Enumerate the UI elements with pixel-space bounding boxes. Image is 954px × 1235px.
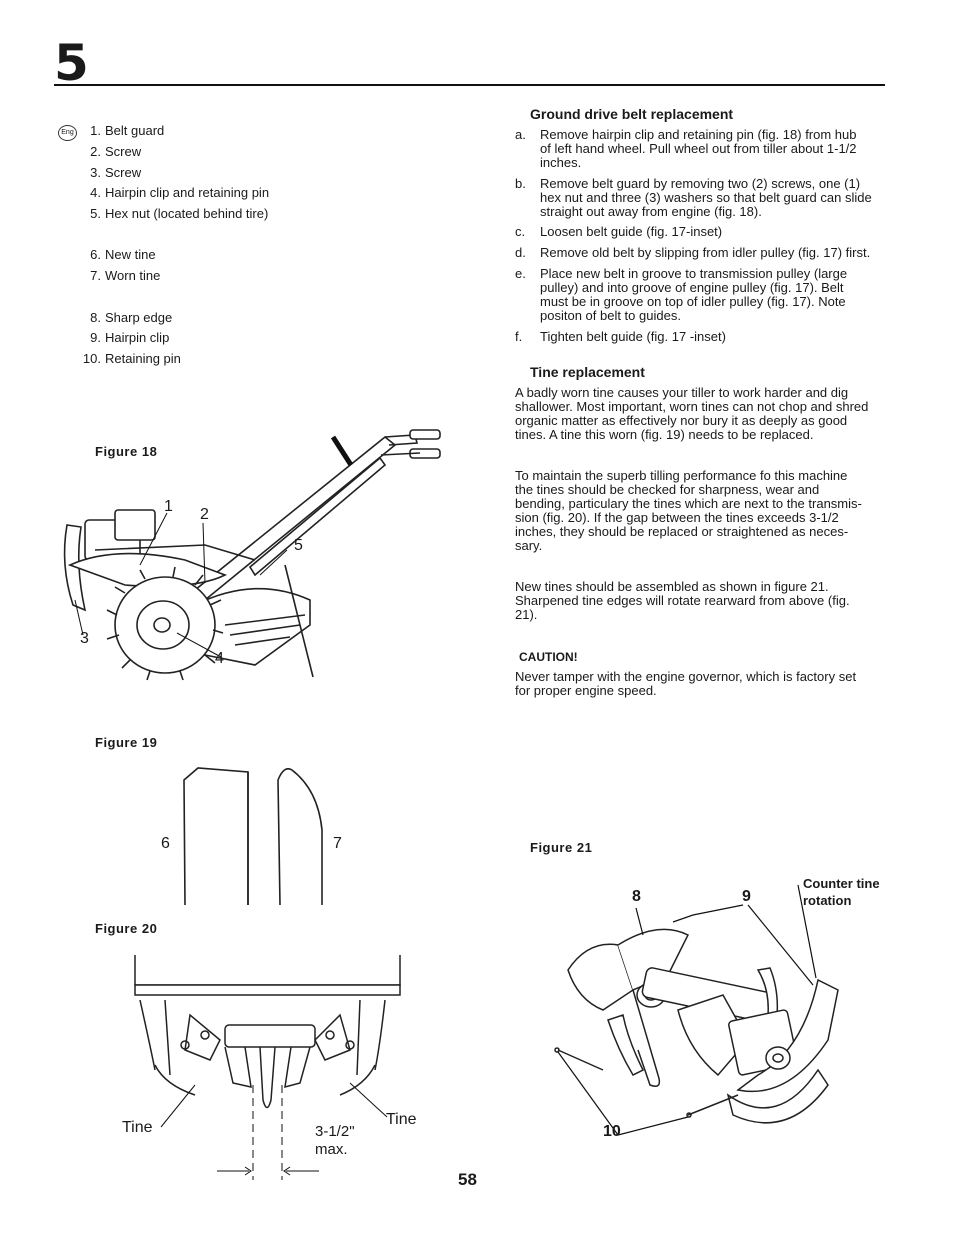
callout-7: 7: [333, 835, 342, 852]
callout-8: 8: [632, 888, 641, 905]
figure-18-tiller-illustration: [63, 429, 441, 681]
caution-heading: CAUTION!: [519, 650, 578, 664]
caution-text: Never tamper with the engine governor, w…: [515, 669, 857, 698]
gap-label-max: max.: [315, 1141, 348, 1158]
figure-18-caption: Figure 18: [95, 444, 158, 459]
figure-21-tine-assembly: [554, 884, 839, 1136]
header-rule: [54, 84, 885, 86]
tine-section-heading: Tine replacement: [530, 364, 645, 380]
callout-4: 4: [215, 650, 224, 667]
list-item: 10.Retaining pin: [82, 351, 181, 366]
list-item: 1.Belt guard: [90, 123, 165, 138]
tine-paragraph-3: New tines should be assembled as shown i…: [515, 579, 850, 622]
figure-20-caption: Figure 20: [95, 921, 158, 936]
list-item: 3.Screw: [90, 165, 142, 180]
language-badge: Eng: [58, 125, 77, 141]
list-item: 8.Sharp edge: [90, 310, 173, 325]
section-number: 5: [54, 34, 89, 92]
list-item: 9.Hairpin clip: [90, 330, 170, 345]
callout-2: 2: [200, 506, 209, 523]
callout-3: 3: [80, 630, 89, 647]
figure-20-tine-gap-diagram: [134, 955, 401, 1180]
list-item: 7.Worn tine: [90, 268, 161, 283]
list-item: 2.Screw: [90, 144, 142, 159]
callout-5: 5: [294, 537, 303, 554]
list-item: 4.Hairpin clip and retaining pin: [90, 185, 270, 200]
page-number: 58: [458, 1170, 477, 1189]
belt-replacement-section: Ground drive belt replacement a. Remove …: [515, 106, 872, 344]
callout-1: 1: [164, 498, 173, 515]
figure-19-caption: Figure 19: [95, 735, 158, 750]
belt-section-heading: Ground drive belt replacement: [530, 106, 734, 122]
figure-21-caption: Figure 21: [530, 840, 593, 855]
tine-paragraph-2: To maintain the superb tilling performan…: [515, 468, 862, 553]
list-item: 5.Hex nut (located behind tire): [90, 206, 269, 221]
tine-paragraph-1: A badly worn tine causes your tiller to …: [515, 385, 869, 442]
callout-9: 9: [742, 888, 751, 905]
list-item: 6.New tine: [90, 247, 156, 262]
gap-label-value: 3-1/2": [315, 1123, 355, 1140]
caution-section: CAUTION! Never tamper with the engine go…: [515, 650, 885, 700]
tine-replacement-section: Tine replacement A badly worn tine cause…: [515, 365, 885, 630]
callout-6: 6: [161, 835, 170, 852]
tine-label-right: Tine: [386, 1111, 417, 1128]
tine-label-left: Tine: [122, 1119, 153, 1136]
figure-19-tine-comparison: [183, 767, 323, 906]
callout-10: 10: [603, 1123, 621, 1140]
